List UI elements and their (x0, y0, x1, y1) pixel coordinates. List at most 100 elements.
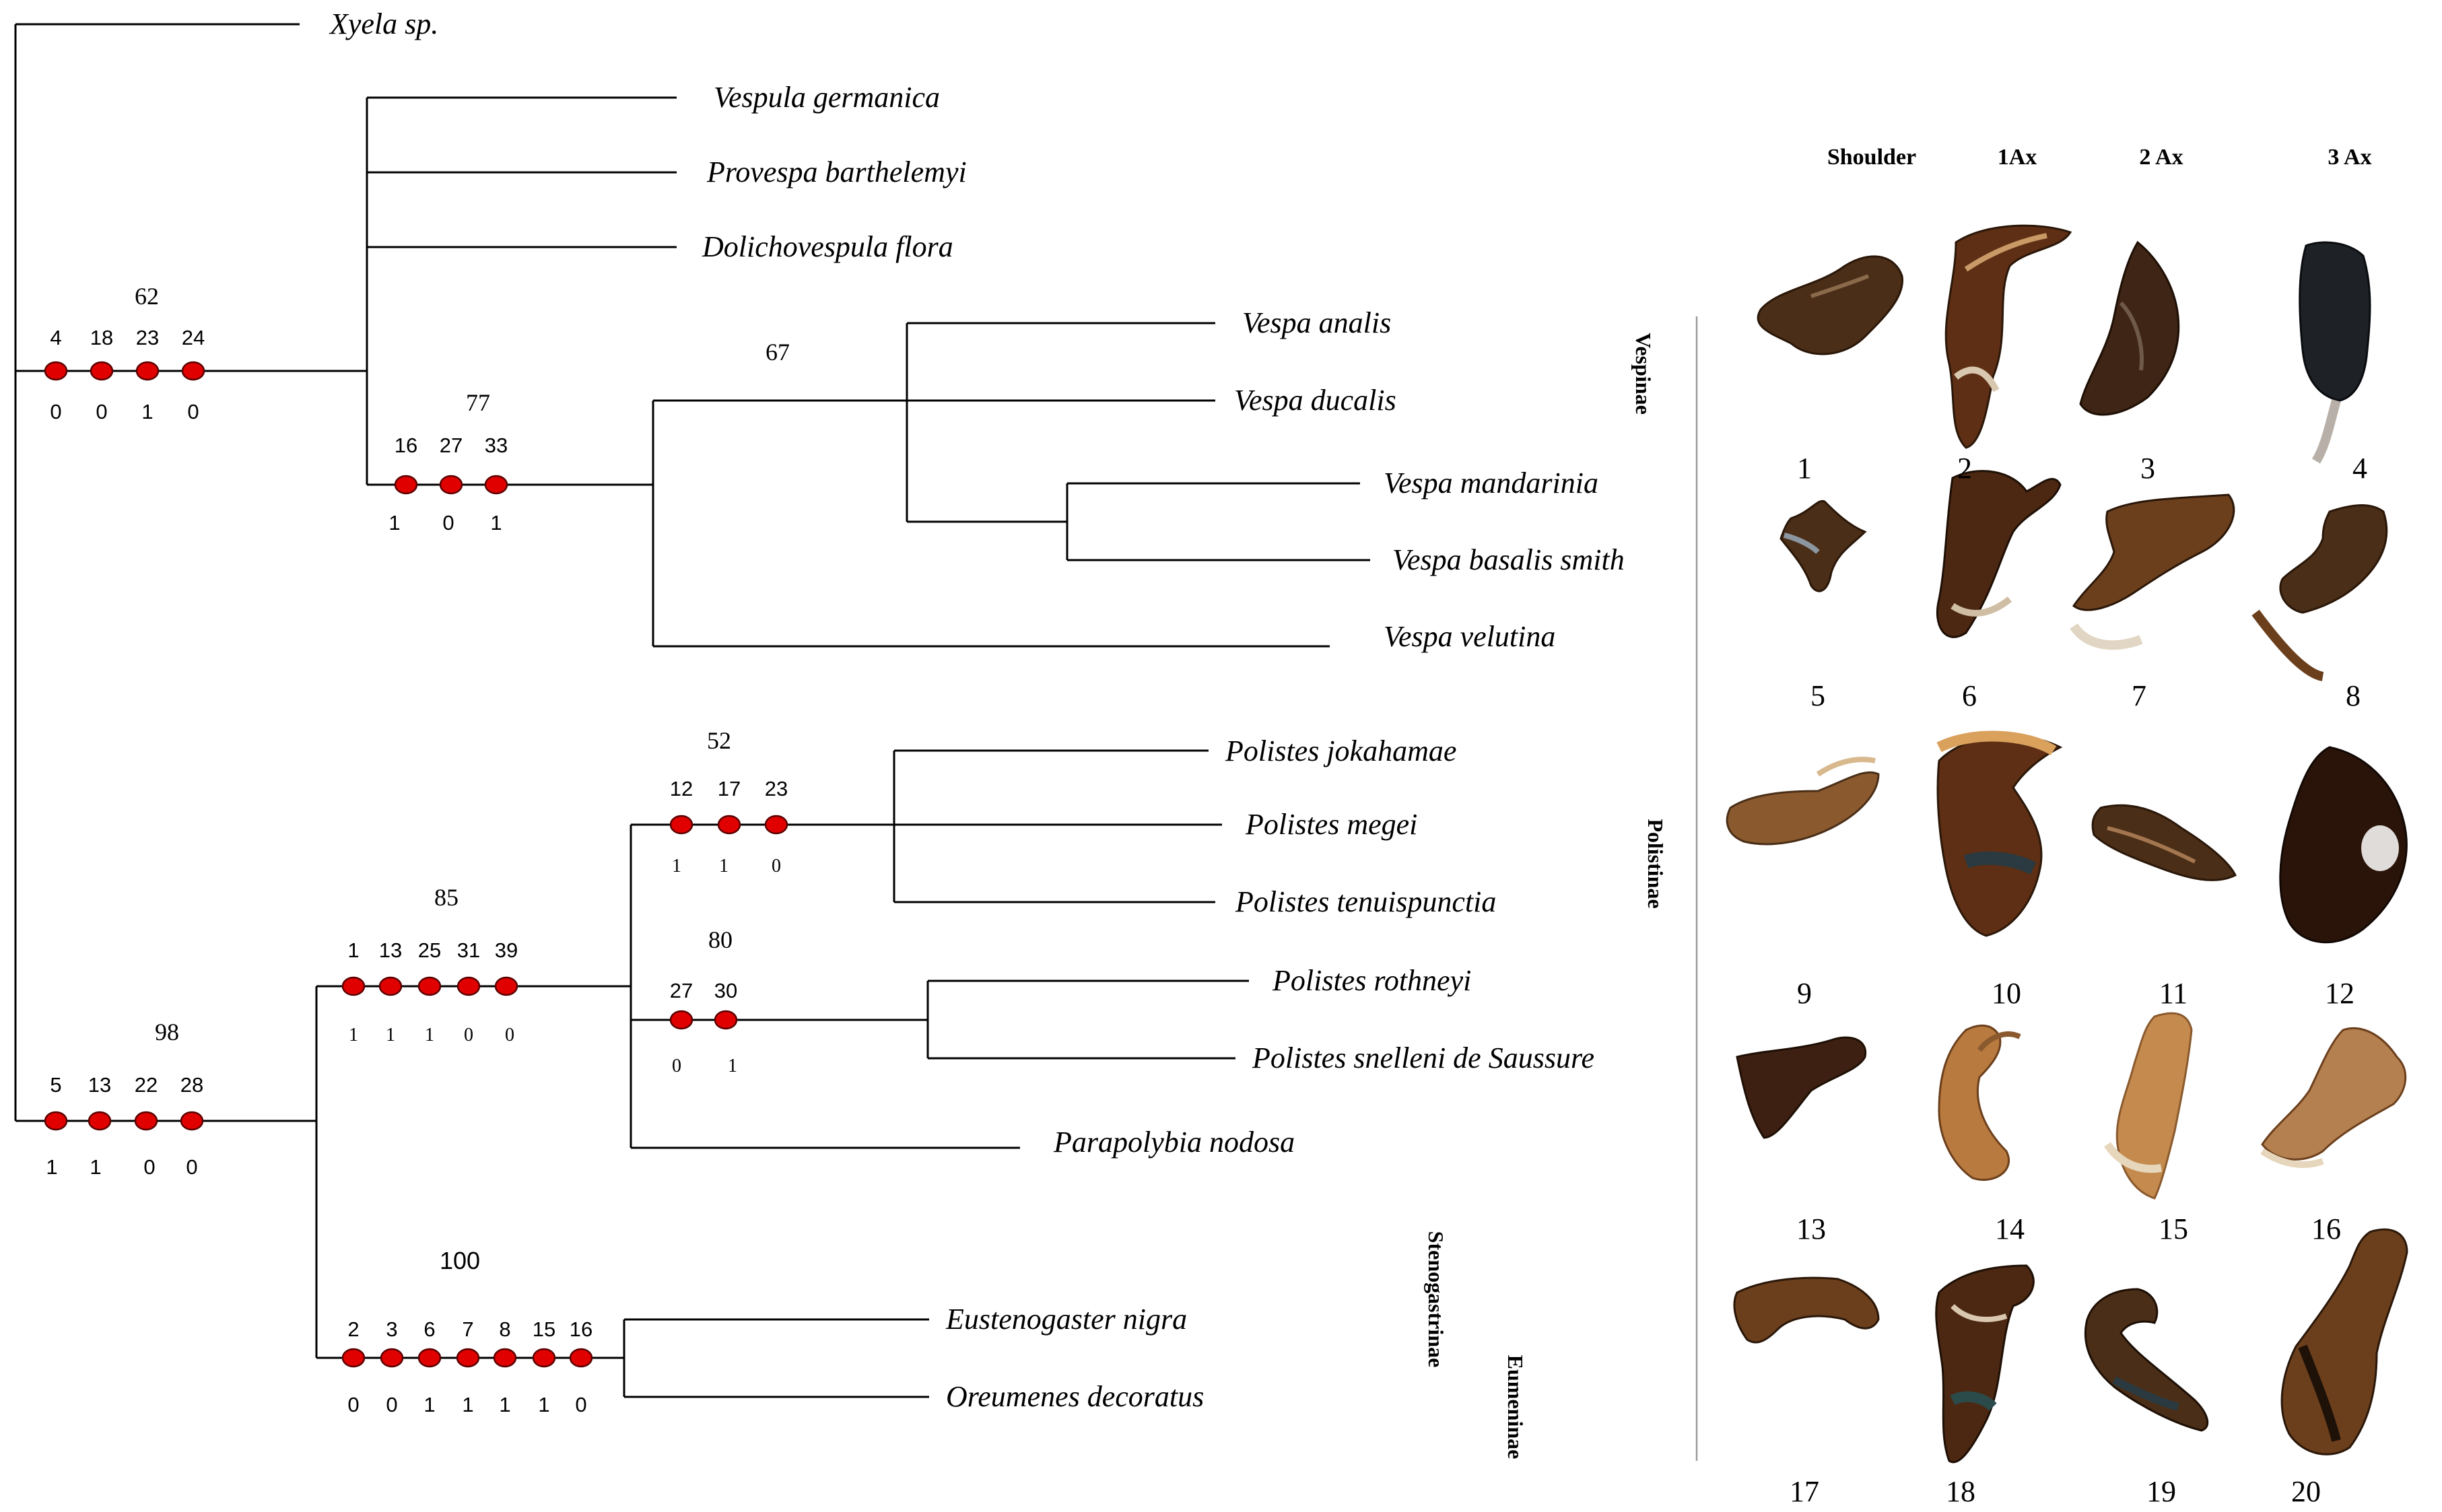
sclerite-photos (1726, 224, 2408, 1464)
character-number: 30 (714, 979, 737, 1002)
node-77: 77 16 27 33 1 0 1 (388, 389, 508, 535)
figure-number: 8 (2346, 679, 2361, 712)
sclerite-photo (1779, 500, 1867, 592)
support-value: 62 (135, 283, 159, 310)
support-value: 52 (707, 727, 731, 754)
sclerite-photo (2070, 493, 2235, 650)
synapomorphy-marker (181, 361, 205, 381)
figure-number: 17 (1790, 1475, 1819, 1508)
character-state: 1 (425, 1025, 434, 1045)
figure-number: 19 (2146, 1475, 2176, 1508)
sclerite-photo (1936, 470, 2062, 638)
synapomorphy-marker (341, 1348, 366, 1368)
character-number: 7 (462, 1317, 473, 1341)
node-80: 80 27 30 0 1 (669, 926, 738, 1076)
synapomorphy-marker (456, 976, 481, 996)
synapomorphy-marker (417, 1348, 442, 1368)
subfamily-label-vespinae: Vespinae (1631, 333, 1656, 415)
character-number: 28 (180, 1073, 203, 1097)
character-number: 39 (495, 938, 518, 962)
character-number: 23 (136, 326, 159, 349)
node-98: 98 5 13 22 28 1 1 0 0 (44, 1019, 204, 1179)
character-state: 1 (386, 1025, 395, 1045)
character-state: 1 (462, 1393, 473, 1416)
column-header-2ax: 2 Ax (2139, 145, 2183, 170)
synapomorphy-marker (135, 361, 160, 381)
character-number: 1 (347, 938, 359, 962)
character-numbers: 4 18 23 24 (50, 326, 205, 349)
support-value: 80 (708, 926, 733, 953)
synapomorphy-marker (90, 361, 114, 381)
synapomorphy-marker (380, 1348, 404, 1368)
sclerite-photo (2279, 746, 2408, 944)
character-state: 1 (388, 511, 400, 535)
character-states: 0 0 1 0 (50, 400, 199, 423)
figure-number: 13 (1796, 1212, 1826, 1245)
sclerite-photo (1726, 757, 1880, 846)
synapomorphy-marker (134, 1111, 158, 1131)
support-value: 77 (466, 389, 490, 416)
synapomorphy-marker (439, 475, 463, 495)
character-state: 1 (141, 400, 153, 423)
figure-number: 5 (1810, 679, 1825, 712)
subfamily-label-polistinae: Polistinae (1643, 819, 1668, 908)
character-state: 1 (46, 1155, 57, 1179)
sclerite-photo (2104, 1012, 2193, 1200)
synapomorphy-marker (493, 1348, 517, 1368)
character-number: 31 (457, 938, 480, 962)
character-number: 2 (347, 1317, 359, 1341)
taxon-label: Polistes snelleni de Saussure (1252, 1041, 1594, 1074)
column-headers: Shoulder 1Ax 2 Ax 3 Ax (1827, 145, 2372, 170)
character-state: 0 (386, 1393, 397, 1416)
column-header-shoulder: Shoulder (1827, 145, 1916, 170)
character-state: 0 (672, 1056, 681, 1076)
character-number: 13 (88, 1073, 111, 1097)
character-number: 17 (718, 777, 741, 800)
synapomorphy-marker (494, 976, 518, 996)
character-number: 16 (570, 1317, 592, 1341)
taxon-label: Polistes rothneyi (1272, 964, 1471, 997)
character-state: 0 (347, 1393, 359, 1416)
taxon-label: Eustenogaster nigra (945, 1303, 1187, 1336)
synapomorphy-marker (569, 1348, 593, 1368)
figure-number: 20 (2291, 1475, 2321, 1508)
taxon-label: Vespa basalis smith (1392, 543, 1625, 576)
support-value: 100 (440, 1247, 480, 1274)
taxon-labels: Xyela sp. Vespula germanica Provespa bar… (329, 7, 1625, 1413)
figure-number: 15 (2159, 1212, 2188, 1245)
character-number: 15 (533, 1317, 555, 1341)
sclerite-photo (2079, 240, 2180, 416)
character-number: 3 (386, 1317, 397, 1341)
sclerite-photo (1944, 224, 2072, 449)
sclerite-photo (2280, 1228, 2408, 1455)
figure-number: 3 (2140, 452, 2155, 485)
character-number: 24 (182, 326, 205, 349)
character-state: 0 (96, 400, 107, 423)
synapomorphy-marker (341, 976, 366, 996)
character-number: 6 (423, 1317, 435, 1341)
character-number: 8 (499, 1317, 510, 1341)
support-value: 67 (766, 339, 790, 366)
character-number: 4 (50, 326, 61, 349)
synapomorphy-marker (456, 1348, 480, 1368)
taxon-label: Xyela sp. (329, 7, 438, 40)
synapomorphy-marker (44, 361, 68, 381)
character-state: 0 (186, 1155, 197, 1179)
figure-number: 12 (2325, 977, 2354, 1010)
character-state: 0 (505, 1025, 514, 1045)
character-number: 18 (90, 326, 113, 349)
sclerite-photo (2299, 241, 2371, 464)
support-value: 98 (155, 1019, 179, 1045)
synapomorphy-marker (764, 815, 788, 835)
figure-number: 2 (1957, 452, 1972, 485)
character-number: 27 (440, 434, 463, 457)
sclerite-photo (1757, 255, 1904, 355)
character-state: 0 (442, 511, 454, 535)
character-state: 1 (538, 1393, 549, 1416)
figure-number: 1 (1797, 452, 1812, 485)
character-state: 0 (464, 1025, 473, 1045)
character-state: 1 (423, 1393, 435, 1416)
taxon-label: Polistes tenuispunctia (1235, 885, 1496, 918)
character-state: 0 (772, 856, 781, 877)
